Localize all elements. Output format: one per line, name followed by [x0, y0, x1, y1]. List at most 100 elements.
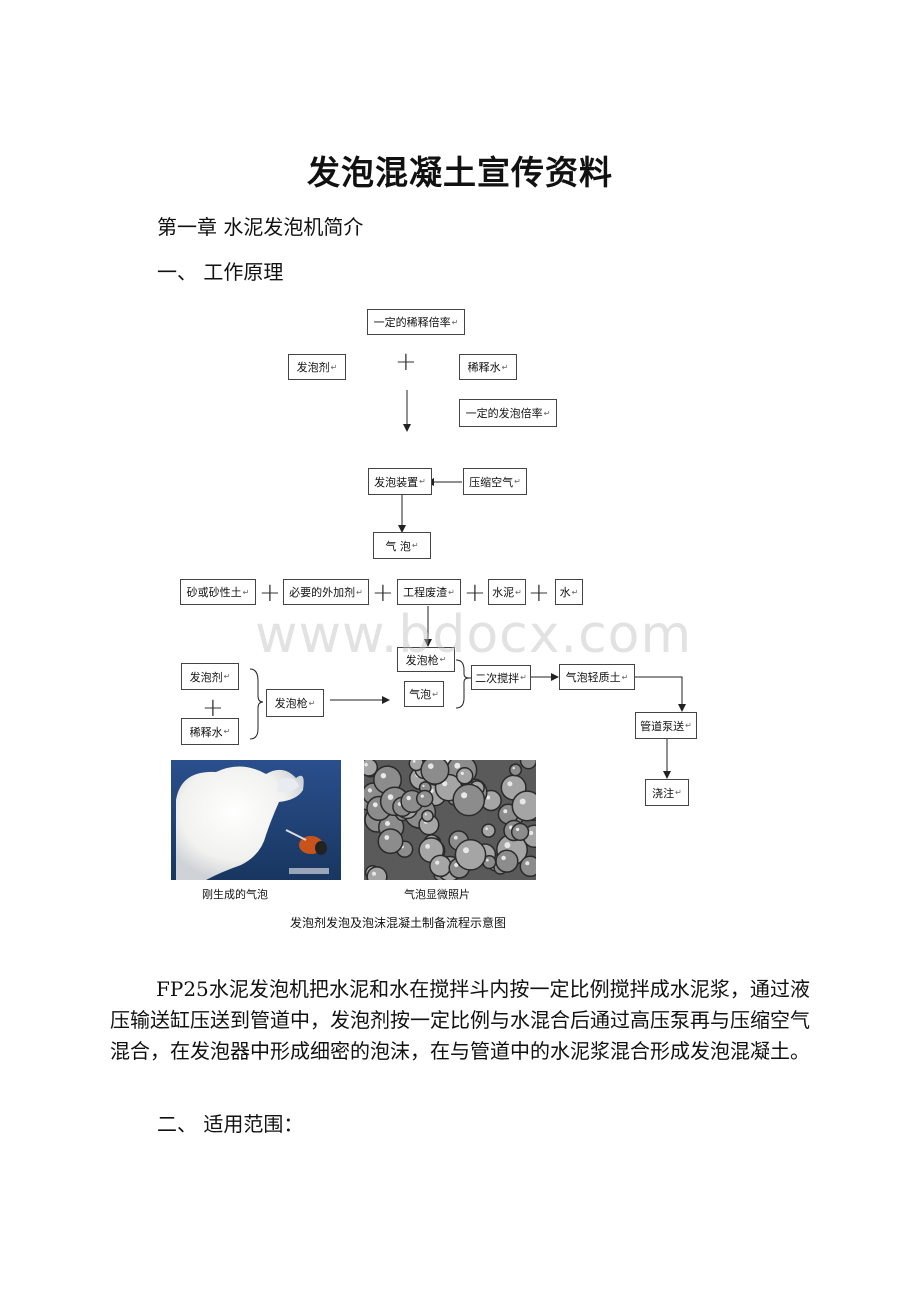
return-mark-icon: ↵	[520, 673, 527, 682]
bubble-highlight	[364, 763, 368, 767]
box-label: 砂或砂性土	[186, 586, 242, 599]
plus-icon: +	[202, 693, 224, 723]
bubble-highlight	[503, 809, 508, 814]
bubble-texture	[452, 783, 486, 817]
box-dilution-ratio: 一定的稀释倍率↵	[367, 309, 465, 335]
process-flow-figure: 一定的稀释倍率↵ + 发泡剂↵ 稀释水↵ 一定的发泡倍率↵ 发泡装置↵ 压缩空气…	[170, 296, 715, 938]
bubble-highlight	[428, 763, 434, 769]
box-label: 气泡轻质土	[565, 671, 621, 684]
bubble-highlight	[442, 781, 448, 787]
box-label: 发泡剂	[189, 670, 223, 684]
return-mark-icon: ↵	[439, 655, 447, 664]
box-water: 水↵	[555, 579, 583, 605]
box-foam-device: 发泡装置↵	[368, 468, 432, 495]
box-label: 水	[559, 586, 571, 599]
bubble-texture	[495, 849, 519, 873]
bubble-highlight	[412, 760, 416, 763]
photo-fresh-foam	[171, 760, 341, 880]
box-label: 压缩空气	[469, 475, 514, 489]
photo2-caption: 气泡显微照片	[404, 888, 470, 901]
bubble-texture	[415, 789, 434, 808]
bubble-texture	[420, 760, 450, 785]
box-label: 发泡剂	[296, 361, 330, 374]
box-pump: 管道泵送↵	[635, 712, 697, 739]
box-label: 稀释水	[189, 725, 223, 739]
return-mark-icon: ↵	[571, 587, 579, 597]
return-mark-icon: ↵	[451, 317, 459, 327]
box-label: 浇注	[652, 786, 675, 800]
bubble-texture	[510, 822, 530, 842]
bubble-texture	[366, 866, 388, 880]
bubble-highlight	[425, 844, 430, 849]
bubble-highlight	[486, 858, 489, 862]
bubble-texture	[508, 763, 523, 777]
return-mark-icon: ↵	[432, 689, 439, 699]
plus-icon: +	[464, 578, 486, 608]
photo1-caption: 刚生成的气泡	[202, 888, 268, 901]
bubble-texture	[481, 823, 496, 838]
return-mark-icon: ↵	[543, 408, 551, 418]
bubble-highlight	[486, 795, 491, 800]
bubble-texture	[519, 855, 536, 878]
plus-icon: +	[259, 578, 281, 608]
return-mark-icon: ↵	[419, 477, 426, 486]
box-label: 一定的发泡倍率	[465, 407, 543, 420]
return-mark-icon: ↵	[685, 721, 692, 730]
return-mark-icon: ↵	[308, 698, 316, 708]
bubble-texture	[455, 767, 474, 785]
box-label: 必要的外加剂	[289, 586, 356, 599]
return-mark-icon: ↵	[356, 587, 363, 597]
bubble-highlight	[512, 766, 515, 770]
bubble-highlight	[528, 830, 534, 836]
box-waste: 工程废渣↵	[397, 579, 461, 605]
bubble-texture	[511, 790, 536, 822]
bubble-highlight	[504, 842, 511, 849]
return-mark-icon: ↵	[515, 587, 522, 597]
return-mark-icon: ↵	[411, 541, 419, 550]
return-mark-icon: ↵	[621, 672, 629, 682]
bubble-texture	[421, 809, 434, 823]
box-cement: 水泥↵	[488, 579, 526, 605]
bubble-highlight	[501, 855, 506, 861]
plus-icon: +	[372, 578, 394, 608]
figure-caption: 发泡剂发泡及泡沫混凝土制备流程示意图	[290, 916, 507, 930]
bubble-highlight	[372, 871, 376, 876]
bubble-highlight	[463, 847, 469, 854]
box-left-foaming-agent: 发泡剂↵	[181, 663, 239, 690]
box-dilute-water: 稀释水↵	[459, 354, 517, 380]
bubble-highlight	[460, 771, 464, 775]
bubble-highlight	[453, 835, 458, 840]
return-mark-icon: ↵	[242, 587, 250, 597]
bubble-texture	[377, 828, 404, 855]
box-label: 发泡枪	[274, 697, 308, 710]
return-mark-icon: ↵	[330, 362, 338, 372]
bubble-highlight	[454, 863, 459, 867]
bubble-highlight	[454, 762, 461, 769]
box-label: 管道泵送	[640, 719, 685, 733]
bubble-highlight	[420, 794, 424, 798]
return-mark-icon: ↵	[223, 727, 231, 736]
box-left-foam-gun: 发泡枪↵	[266, 689, 324, 717]
box-foaming-ratio: 一定的发泡倍率↵	[459, 399, 557, 427]
box-label: 发泡枪	[405, 653, 439, 667]
bubble-highlight	[461, 792, 468, 799]
bubble-highlight	[424, 813, 427, 816]
box-label: 气 泡	[385, 539, 411, 553]
box-foaming-agent: 发泡剂↵	[288, 354, 346, 380]
bubble-highlight	[367, 788, 372, 793]
box-pour: 浇注↵	[645, 779, 689, 806]
return-mark-icon: ↵	[501, 362, 509, 372]
bubble-highlight	[515, 827, 520, 832]
bubble-highlight	[485, 827, 488, 830]
box-label: 气泡	[409, 688, 432, 701]
bubble-texture	[519, 760, 536, 770]
box-label: 水泥	[492, 586, 515, 599]
bubble-highlight	[525, 861, 530, 866]
bubble-highlight	[422, 784, 425, 787]
bubble-highlight	[406, 795, 411, 801]
bubble-highlight	[385, 821, 390, 826]
box-label: 稀释水	[467, 361, 501, 374]
box-label: 发泡装置	[374, 475, 419, 489]
return-mark-icon: ↵	[514, 477, 521, 486]
return-mark-icon: ↵	[675, 788, 682, 797]
